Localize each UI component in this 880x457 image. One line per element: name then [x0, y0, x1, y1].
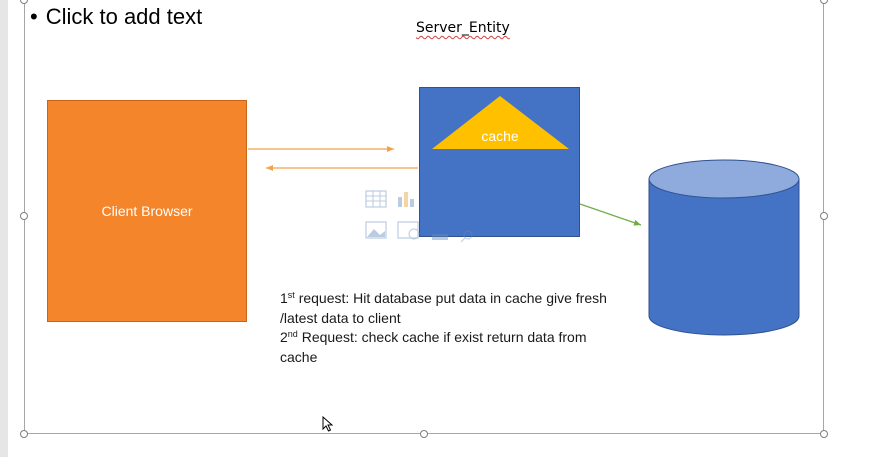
note-line-2: 2nd Request: check cache if exist return…	[280, 328, 610, 367]
bullet-glyph: •	[30, 4, 38, 29]
online-picture-icon	[397, 221, 420, 240]
note-line-1-text: request: Hit database put data in cache …	[280, 290, 607, 326]
placeholder-text: Click to add text	[45, 4, 203, 29]
explanation-note[interactable]: 1st request: Hit database put data in ca…	[280, 289, 610, 367]
note-line-2-text: Request: check cache if exist return dat…	[280, 329, 587, 365]
note-line-1: 1st request: Hit database put data in ca…	[280, 289, 610, 328]
resize-handle-bottom-left[interactable]	[20, 430, 28, 438]
note-line-1-suffix: st	[287, 290, 295, 300]
video-icon	[432, 234, 448, 240]
chart-icon	[398, 192, 414, 207]
note-line-2-suffix: nd	[287, 329, 298, 339]
resize-handle-bottom-right[interactable]	[820, 430, 828, 438]
text-placeholder[interactable]: • Click to add text	[30, 4, 202, 30]
insert-content-icons	[365, 190, 473, 243]
server-entity-label[interactable]: Server_Entity	[416, 20, 510, 36]
window-left-edge	[0, 0, 8, 457]
picture-icon	[365, 221, 387, 239]
cache-label: cache	[481, 128, 519, 144]
table-icon	[365, 190, 387, 208]
client-browser-label: Client Browser	[101, 203, 193, 219]
note-line-2-ordinal: 2	[280, 329, 288, 345]
client-browser-box[interactable]: Client Browser	[47, 100, 247, 322]
note-line-1-ordinal: 1	[280, 290, 288, 306]
resize-handle-bottom-middle[interactable]	[420, 430, 428, 438]
resize-handle-middle-right[interactable]	[820, 212, 828, 220]
resize-handle-middle-left[interactable]	[20, 212, 28, 220]
smartart-icon	[460, 230, 473, 243]
mouse-cursor-icon	[322, 416, 334, 432]
